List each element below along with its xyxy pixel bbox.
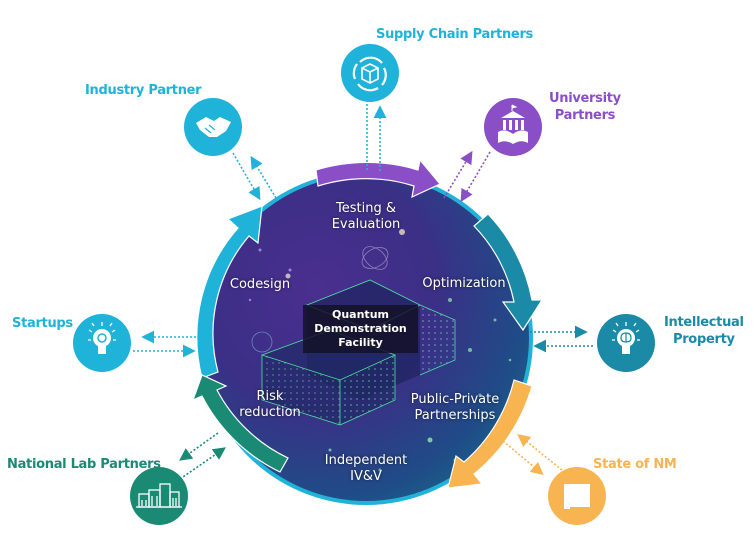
optimization-label: Optimization xyxy=(422,276,506,291)
public-private-label-line-1: Public-Private xyxy=(410,392,500,407)
independent-ivv-label: Independent IV&V xyxy=(314,453,418,485)
center-label-line-1: Quantum xyxy=(332,308,389,321)
testing-evaluation-arrow xyxy=(315,158,441,199)
ivv-label-line-2: IV&V xyxy=(350,469,382,484)
testing-label-line-1: Testing & xyxy=(336,201,396,216)
cycle-arrows xyxy=(191,158,544,489)
intellectual-property-label: Intellectual Property xyxy=(664,314,744,348)
ip-label-line-1: Intellectual xyxy=(664,315,744,330)
national-lab-connector-in xyxy=(179,447,226,480)
university-label-line-2: Partners xyxy=(554,108,616,123)
risk-label-line-2: reduction xyxy=(239,405,301,420)
supply-chain-box-cycle-icon xyxy=(352,56,387,92)
center-label-line-2: Demonstration xyxy=(314,322,407,335)
university-connector-in xyxy=(460,151,491,203)
startups-label: Startups xyxy=(12,316,73,331)
codesign-arrow xyxy=(196,205,263,379)
state-of-nm-label: State of NM xyxy=(593,457,677,472)
ivv-label-line-1: Independent xyxy=(324,453,408,468)
quantum-demonstration-facility-label: Quantum Demonstration Facility xyxy=(303,305,418,353)
public-private-partnerships-label: Public-Private Partnerships xyxy=(405,392,505,424)
public-private-arrow xyxy=(447,379,533,489)
university-book-icon xyxy=(498,104,528,144)
startups-node[interactable] xyxy=(73,314,131,372)
center-label-line-3: Facility xyxy=(338,336,383,349)
risk-reduction-arrow xyxy=(191,374,289,473)
supply-chain-partners-node[interactable] xyxy=(341,44,399,102)
national-lab-connector-out xyxy=(179,432,219,461)
university-partners-node[interactable] xyxy=(484,98,542,156)
university-connector-out xyxy=(443,150,473,199)
new-mexico-state-icon xyxy=(564,484,590,509)
ip-label-line-2: Property xyxy=(672,332,735,347)
supply-chain-partners-label: Supply Chain Partners xyxy=(376,27,533,42)
intellectual-property-node[interactable] xyxy=(597,314,655,372)
handshake-icon xyxy=(196,117,231,137)
national-lab-partners-node[interactable] xyxy=(130,467,188,525)
public-private-label-line-2: Partnerships xyxy=(414,408,496,423)
partner-icons xyxy=(73,44,655,525)
atom-icon xyxy=(361,246,389,270)
state-connector-in xyxy=(517,433,563,471)
circuit-dots-decoration xyxy=(248,229,512,472)
state-connector-out xyxy=(502,440,544,476)
university-label-line-1: University xyxy=(549,91,621,106)
industry-partner-node[interactable] xyxy=(184,98,242,156)
risk-reduction-label: Risk reduction xyxy=(230,389,310,421)
industry-partner-label: Industry Partner xyxy=(85,83,202,98)
connector-arrows xyxy=(133,104,593,480)
testing-evaluation-label: Testing & Evaluation xyxy=(318,201,414,233)
testing-label-line-2: Evaluation xyxy=(331,217,401,232)
codesign-label: Codesign xyxy=(229,277,291,292)
lightbulb-gear-icon xyxy=(88,322,116,354)
lab-buildings-icon xyxy=(136,483,182,508)
industry-connector-out xyxy=(250,155,277,199)
national-lab-partners-label: National Lab Partners xyxy=(7,457,161,472)
industry-connector-in xyxy=(232,152,261,201)
lightbulb-brain-icon xyxy=(612,322,640,354)
optimization-arrow xyxy=(473,213,544,332)
state-of-nm-node[interactable] xyxy=(548,467,606,525)
risk-label-line-1: Risk xyxy=(256,389,284,404)
university-partners-label: University Partners xyxy=(549,90,621,124)
